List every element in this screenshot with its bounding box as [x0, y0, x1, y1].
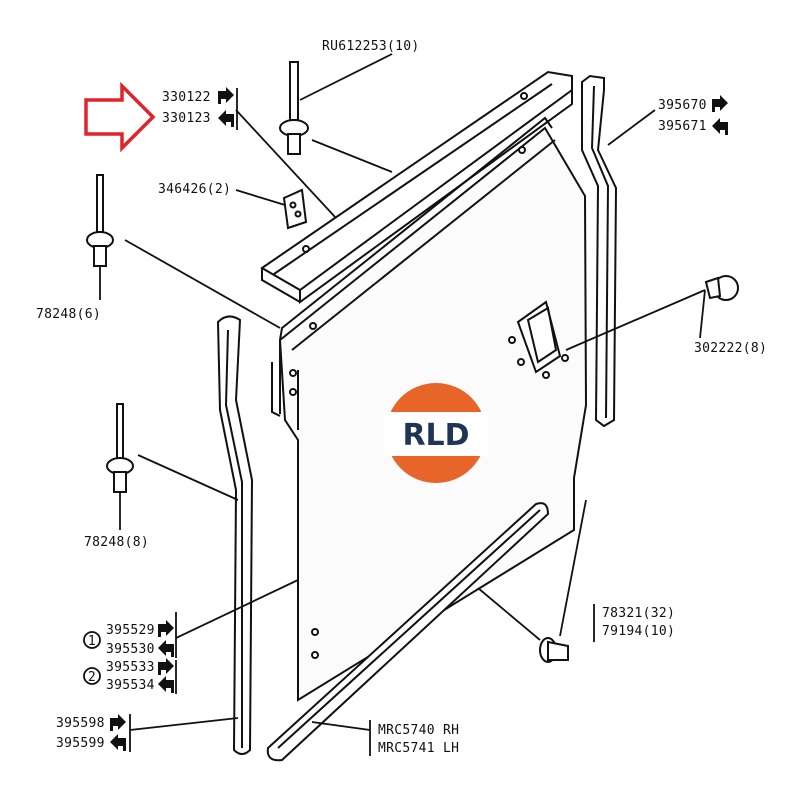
label-302222: 302222(8)	[694, 341, 767, 356]
arrow-left-icon	[158, 640, 174, 657]
label-78248-6: 78248(6)	[36, 307, 101, 322]
bottom-seal	[266, 502, 550, 762]
left-seal	[216, 315, 254, 755]
screw-78321	[539, 637, 569, 663]
arrow-right-icon	[110, 714, 126, 731]
logo-text: RLD	[402, 418, 469, 453]
rivet-330122	[279, 61, 309, 155]
arrow-right-icon	[158, 620, 174, 637]
label-mrc5740: MRC5740 RH	[378, 723, 459, 738]
stud-302222	[704, 275, 739, 301]
label-395534: 395534	[106, 678, 155, 693]
label-ru612253: RU612253(10)	[322, 39, 420, 54]
callout-2: 2	[88, 670, 96, 685]
highlight-arrow-icon	[84, 81, 156, 153]
label-78248-8: 78248(8)	[84, 535, 149, 550]
label-395671: 395671	[658, 119, 707, 134]
label-79194: 79194(10)	[602, 624, 675, 639]
label-395598: 395598	[56, 716, 105, 731]
leader-lines	[99, 53, 706, 756]
label-395529: 395529	[106, 623, 155, 638]
top-rail	[260, 70, 573, 304]
label-mrc5741: MRC5741 LH	[378, 741, 459, 756]
direction-arrows	[110, 87, 728, 751]
label-330122: 330122	[162, 90, 211, 105]
callout-1: 1	[88, 634, 96, 649]
part-labels: RU612253(10) 330122 330123 346426(2) 395…	[36, 39, 767, 756]
label-395530: 395530	[106, 642, 155, 657]
label-78321: 78321(32)	[602, 606, 675, 621]
arrow-right-icon	[158, 658, 174, 675]
arrow-left-icon	[712, 118, 728, 135]
right-seal	[581, 74, 618, 428]
label-346426: 346426(2)	[158, 182, 231, 197]
arrow-right-icon	[712, 95, 728, 112]
callout-circles: 1 2	[83, 631, 101, 685]
label-395670: 395670	[658, 98, 707, 113]
clip-346426	[282, 188, 308, 230]
rivet-78248-lower	[106, 403, 134, 493]
arrow-left-icon	[218, 110, 234, 127]
label-330123: 330123	[162, 111, 211, 126]
arrow-right-icon	[218, 87, 234, 104]
label-395533: 395533	[106, 660, 155, 675]
rld-logo: RLD	[384, 383, 488, 483]
label-395599: 395599	[56, 736, 105, 751]
arrow-left-icon	[158, 676, 174, 693]
rivet-78248-upper	[86, 174, 114, 267]
arrow-left-icon	[110, 734, 126, 751]
